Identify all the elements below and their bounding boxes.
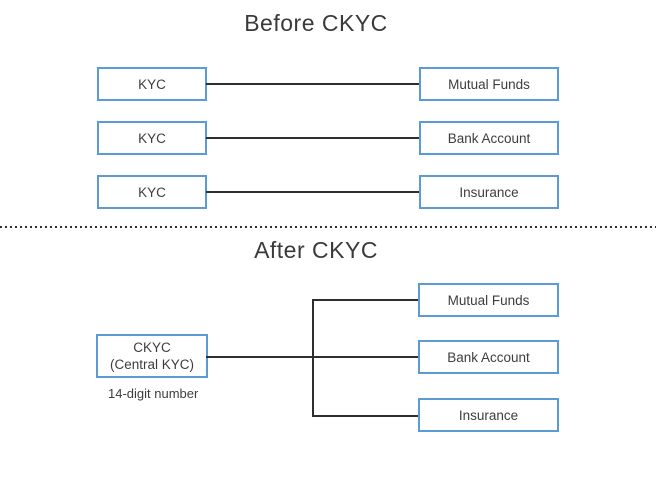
box-label: Mutual Funds: [447, 292, 530, 308]
connector-line-1: [206, 83, 420, 85]
insurance-box-after: Insurance: [418, 398, 559, 432]
ckyc-box-line1: CKYC: [133, 340, 171, 355]
ckyc-box-line2: (Central KYC): [109, 357, 195, 372]
before-section-title: Before CKYC: [244, 10, 388, 36]
section-divider-dotted: [0, 226, 656, 228]
branch-trunk-line: [312, 299, 314, 417]
box-label: Insurance: [458, 407, 519, 423]
branch-line-mutual-funds: [312, 299, 418, 301]
box-label: KYC: [138, 130, 166, 146]
kyc-box-3: KYC: [97, 175, 207, 209]
mutual-funds-box-before: Mutual Funds: [419, 67, 559, 101]
kyc-box-1: KYC: [97, 67, 207, 101]
insurance-box-before: Insurance: [419, 175, 559, 209]
bank-account-box-before: Bank Account: [419, 121, 559, 155]
box-label: Insurance: [459, 184, 519, 200]
box-label: Mutual Funds: [448, 76, 530, 92]
bank-account-box-after: Bank Account: [418, 340, 559, 374]
box-label: Bank Account: [447, 130, 531, 146]
connector-line-3: [206, 191, 420, 193]
after-section-title: After CKYC: [254, 237, 378, 263]
fourteen-digit-note: 14-digit number: [108, 386, 199, 401]
branch-line-bank-account: [206, 356, 418, 358]
box-label: KYC: [138, 76, 166, 92]
ckyc-central-box: CKYC (Central KYC): [96, 334, 208, 378]
connector-line-2: [206, 137, 420, 139]
box-label: Bank Account: [447, 349, 530, 365]
kyc-box-2: KYC: [97, 121, 207, 155]
branch-line-insurance: [312, 415, 418, 417]
box-label: KYC: [138, 184, 166, 200]
mutual-funds-box-after: Mutual Funds: [418, 283, 559, 317]
